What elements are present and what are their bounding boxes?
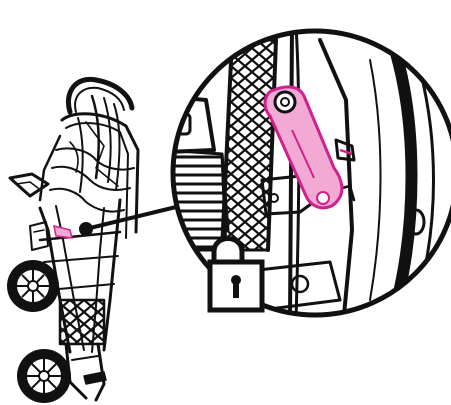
rear-wheel xyxy=(17,349,71,403)
folded-stroller xyxy=(10,79,138,400)
front-wheel xyxy=(7,260,59,312)
